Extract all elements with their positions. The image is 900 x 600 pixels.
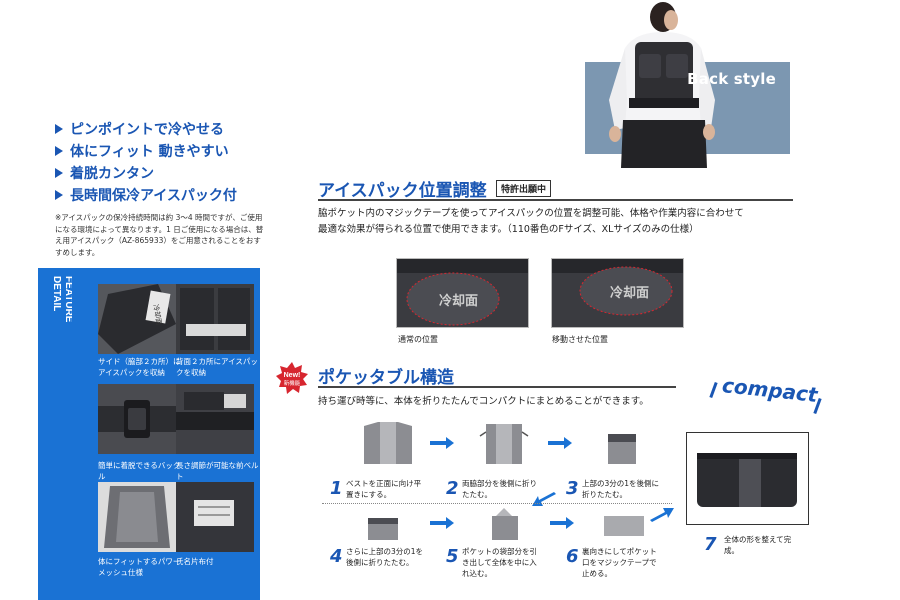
step-4-text: さらに上部の3分の1を後側に折りたたむ。: [346, 547, 424, 567]
compact-result-image: [697, 453, 797, 507]
arrow-right-icon: [548, 437, 572, 449]
icepack-photo-moved: 冷却面: [551, 258, 684, 328]
feature-item: ピンポイントで冷やせる: [55, 118, 295, 140]
detail-caption: 氏名片布付: [176, 557, 214, 566]
step-2-text: 両脇部分を後側に折りたたむ。: [462, 479, 537, 499]
step-2-image: [479, 424, 529, 464]
new-badge-line2: 新機能: [284, 379, 301, 387]
arrow-up-right-icon: [650, 508, 674, 522]
cooling-surface-label: 冷却面: [610, 285, 649, 301]
detail-photo-back-pocket: [176, 284, 254, 354]
triangle-bullet-icon: [55, 168, 63, 178]
new-feature-badge: New! 新機能: [276, 362, 308, 394]
step-3-image: [608, 434, 636, 464]
step-4-image: [368, 518, 398, 540]
step-7-text: 全体の形を整えて完成。: [724, 535, 792, 555]
detail-photo-front-belt: [176, 384, 254, 454]
icepack-note: ※アイスパックの保冷持続時間は約 3〜4 時間ですが、ご使用になる環境によって異…: [55, 213, 264, 257]
icepack-photo-normal: 冷却面: [396, 258, 529, 328]
icepack-text-line2: 最適な効果が得られる位置で使用できます。（110番色のFサイズ、XLサイズのみの…: [318, 224, 699, 235]
step-1-number: 1: [330, 478, 343, 499]
step-4-number: 4: [330, 546, 343, 567]
detail-caption: 背面２カ所にアイスパックを収納: [176, 357, 258, 377]
icepack-photo-caption: 通常の位置: [398, 335, 438, 344]
back-style-photo: Back style: [585, 0, 790, 168]
compact-deco-left: [709, 381, 718, 399]
detail-caption: 体にフィットするパワーメッシュ仕様: [98, 557, 181, 577]
detail-label-line1: DETAIL: [51, 276, 62, 311]
step-5-text: ポケットの袋部分を引き出して全体を中に入れ込む。: [462, 547, 537, 578]
detail-photo-side-pocket: 冷却面: [98, 284, 176, 354]
detail-photo-buckle: [98, 384, 176, 454]
step-3-text: 上部の3分の1を後側に折りたたむ。: [582, 479, 660, 499]
new-badge-line1: New!: [284, 372, 301, 379]
step-5-number: 5: [446, 546, 459, 567]
detail-feature-panel: DETAIL FEATURE 冷却面 サイド（脇部２カ所）にアイスパックを収納 …: [38, 268, 260, 600]
step-6-image: [604, 516, 644, 536]
step-1-text: ベストを正面に向け平置きにする。: [346, 479, 422, 499]
step-6-number: 6: [566, 546, 579, 567]
arrow-down-left-icon: [532, 492, 556, 506]
step-7-number: 7: [704, 534, 717, 555]
triangle-bullet-icon: [55, 146, 63, 156]
step-6-text: 裏向きにしてポケット口をマジックテープで止める。: [582, 547, 657, 578]
step-divider: [322, 503, 672, 504]
arrow-right-icon: [430, 437, 454, 449]
arrow-right-icon: [430, 517, 454, 529]
detail-caption: 簡単に着脱できるバックル: [98, 461, 181, 481]
icepack-rule: [318, 199, 793, 201]
back-style-caption: Back style: [687, 70, 776, 88]
feature-item: 長時間保冷アイスパック付: [55, 184, 295, 206]
detail-feature-label: DETAIL FEATURE: [44, 272, 74, 352]
compact-result-box: [686, 432, 809, 525]
detail-caption: 長さ調節が可能な前ベルト: [176, 461, 259, 481]
detail-tag-label: 冷却面: [151, 304, 164, 326]
feature-list: ピンポイントで冷やせる 体にフィット 動きやすい 着脱カンタン 長時間保冷アイス…: [55, 118, 295, 206]
icepack-photo-caption: 移動させた位置: [552, 335, 608, 344]
detail-photo-name-tag: [176, 482, 254, 552]
step-2-number: 2: [446, 478, 459, 499]
arrow-right-icon: [550, 517, 574, 529]
step-3-number: 3: [566, 478, 579, 499]
icepack-section-title: アイスパック位置調整: [318, 181, 487, 201]
feature-item: 体にフィット 動きやすい: [55, 140, 295, 162]
compact-heading: compact: [721, 373, 819, 407]
patent-pending-badge: 特許出願中: [496, 180, 552, 197]
pocketable-rule: [318, 386, 676, 388]
model-illustration: [609, 2, 715, 168]
pocketable-text: 持ち運び時等に、本体を折りたたんでコンパクトにまとめることができます。: [318, 396, 649, 407]
detail-photo-power-mesh: [98, 482, 176, 552]
icepack-text-line1: 脇ポケット内のマジックテープを使ってアイスパックの位置を調整可能、体格や作業内容…: [318, 208, 744, 219]
feature-text: 長時間保冷アイスパック付: [70, 188, 237, 204]
detail-label-line2: FEATURE: [63, 276, 72, 323]
pocketable-section-title: ポケッタブル構造: [318, 368, 454, 388]
feature-text: 着脱カンタン: [70, 166, 154, 182]
feature-item: 着脱カンタン: [55, 162, 295, 184]
feature-text: ピンポイントで冷やせる: [70, 122, 224, 138]
detail-caption: サイド（脇部２カ所）にアイスパックを収納: [98, 357, 181, 377]
triangle-bullet-icon: [55, 190, 63, 200]
step-1-image: [364, 422, 412, 464]
triangle-bullet-icon: [55, 124, 63, 134]
cooling-surface-label: 冷却面: [439, 293, 478, 309]
feature-text: 体にフィット 動きやすい: [70, 144, 229, 160]
step-5-image: [492, 508, 518, 540]
